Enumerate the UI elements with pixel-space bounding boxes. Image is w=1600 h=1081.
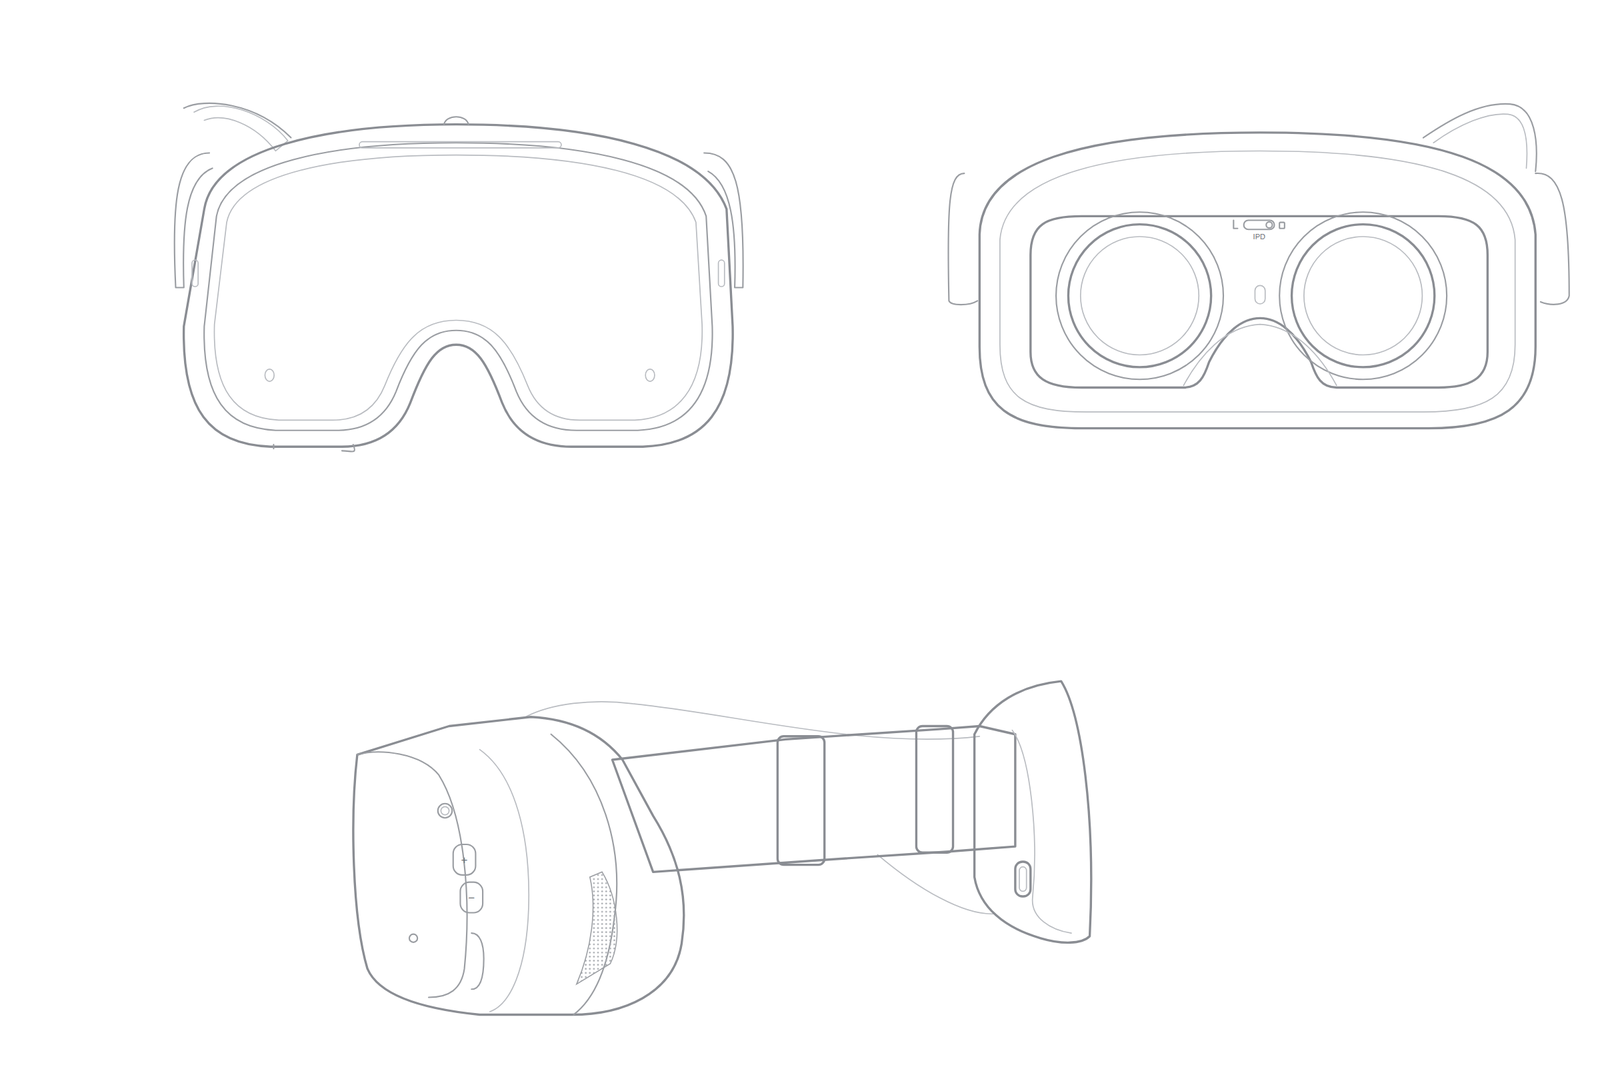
side-vent [718, 260, 725, 287]
lens-ring [1279, 212, 1447, 380]
top-button [438, 804, 452, 818]
light-seal [1000, 150, 1516, 412]
left-side-tab [948, 173, 978, 305]
back-housing [979, 132, 1536, 429]
volume-down-button [460, 882, 483, 914]
lens-inner [1080, 236, 1200, 356]
front-sensor [645, 369, 655, 382]
cover-edge [357, 752, 468, 998]
band-buckle [916, 726, 953, 853]
nose-sensor [1254, 285, 1265, 304]
crown-indicator [409, 934, 418, 943]
left-ear-loop-outer [184, 103, 292, 138]
unlock-icon [1233, 220, 1238, 229]
button-symbol: − [467, 892, 476, 904]
front-sensor [264, 369, 274, 382]
right-ear-loop [1423, 104, 1537, 172]
bottom-tab [273, 444, 354, 452]
volume-up-button [453, 844, 476, 876]
left-ear-loop [194, 106, 288, 151]
side-view [353, 681, 1092, 1015]
ipd-knob [1266, 222, 1272, 228]
nose-seal [1183, 324, 1337, 386]
lens [1068, 224, 1211, 368]
back-view [948, 104, 1569, 429]
lock-icon [1279, 222, 1285, 229]
front-housing [184, 124, 734, 448]
right-side-tab [1535, 173, 1569, 305]
right-ear-loop-inner [1433, 114, 1527, 168]
face-cavity [1030, 216, 1488, 388]
lower-strap [877, 854, 995, 914]
speaker-mesh [576, 872, 618, 984]
lens [1292, 224, 1435, 368]
head-band [612, 726, 1015, 872]
side-housing [353, 717, 684, 1016]
band-buckle [777, 736, 824, 866]
back-cushion-inner [1012, 730, 1072, 934]
top-button-inner [440, 806, 449, 815]
back-cushion [974, 681, 1092, 943]
button-symbol: + [460, 854, 468, 866]
top-button [444, 116, 469, 124]
top-light-bar [359, 142, 562, 148]
light-seal-edge [551, 734, 617, 1016]
fit-dial-inner [1019, 867, 1027, 892]
fit-dial [1015, 862, 1031, 897]
front-view [174, 103, 744, 452]
front-glass [204, 142, 712, 431]
frame-line [480, 750, 530, 1012]
right-strap [704, 153, 744, 288]
ipd-slider [1244, 220, 1275, 230]
lens-inner [1304, 236, 1423, 356]
control-label: IPD [1252, 233, 1266, 241]
front-glass-inner [214, 155, 702, 421]
lens-ring [1056, 212, 1224, 380]
side-port [471, 933, 484, 990]
side-vent [192, 260, 198, 287]
